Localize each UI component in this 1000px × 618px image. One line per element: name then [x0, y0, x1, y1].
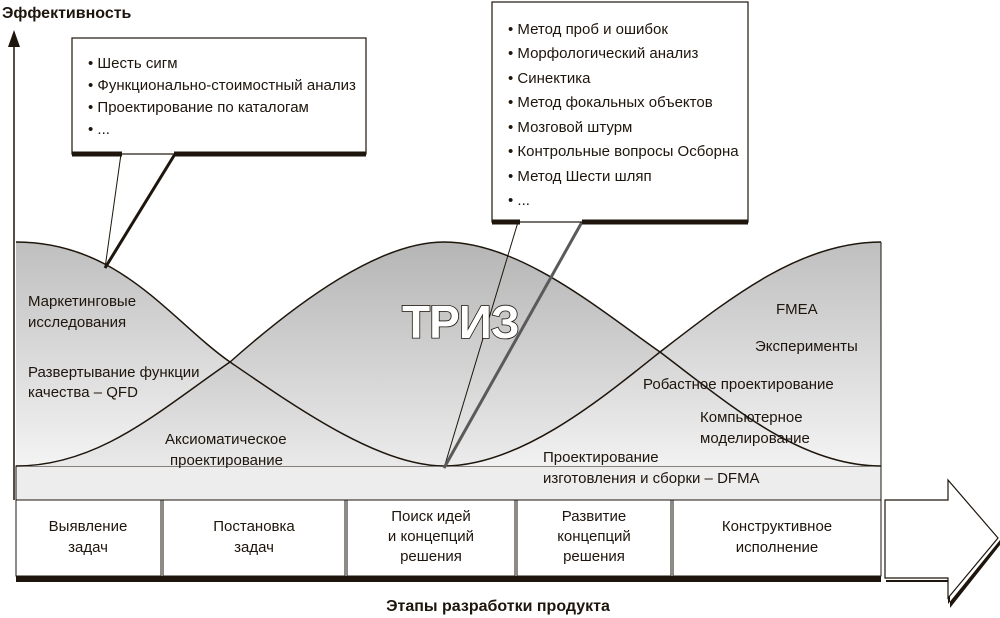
- callout-right-item: • ...: [508, 192, 530, 209]
- y-axis-label: Эффективность: [2, 5, 132, 22]
- method-robust: Робастное проектирование: [643, 376, 834, 393]
- stage-cell: [672, 499, 882, 577]
- callout-right-box: [491, 1, 749, 223]
- stage-cell: [162, 499, 346, 577]
- triz-label: ТРИЗ: [402, 296, 519, 348]
- method-experiments: Эксперименты: [755, 338, 858, 355]
- callout-right-tail-line-1: [443, 221, 519, 469]
- callout-right-item: • Метод проб и ошибок: [508, 21, 668, 38]
- callout-right-item: • Метод фокальных объектов: [508, 94, 713, 111]
- method-fmea: FMEA: [776, 301, 818, 318]
- callout-right-item: • Мозговой штурм: [508, 119, 632, 136]
- base-band: [15, 465, 882, 501]
- stage-cell: [516, 499, 672, 577]
- callout-right-item: • Контрольные вопросы Осборна: [508, 143, 739, 160]
- callout-left-item: • Функционально-стоимостный анализ: [88, 77, 356, 94]
- callout-left-item: • Проектирование по каталогам: [88, 99, 309, 116]
- callout-right-list: • Метод проб и ошибок • Морфологический …: [508, 21, 739, 209]
- callout-right-item: • Метод Шести шляп: [508, 168, 652, 185]
- curve-area-early-methods: [16, 242, 444, 466]
- callout-right-item: • Морфологический анализ: [508, 45, 698, 62]
- curve-line-rising: [15, 241, 882, 467]
- callout-left-list: • Шесть сигм • Функционально-стоимостный…: [88, 55, 356, 138]
- x-axis-label: Этапы разработки продукта: [386, 598, 610, 615]
- callout-right-item: • Синектика: [508, 70, 591, 87]
- callout-left-item: • ...: [88, 121, 110, 138]
- callout-right-tail-line-2: [442, 221, 584, 469]
- callout-left-box: [71, 37, 367, 155]
- stage-cell: [346, 499, 516, 577]
- stage-cell: [15, 499, 162, 577]
- callout-left-tail-line-1: [104, 153, 122, 269]
- y-axis-arrow-icon: [8, 30, 20, 47]
- callout-left-item: • Шесть сигм: [88, 55, 178, 72]
- progress-arrow-icon: [884, 478, 999, 600]
- callout-left-tail-line-2: [103, 153, 177, 269]
